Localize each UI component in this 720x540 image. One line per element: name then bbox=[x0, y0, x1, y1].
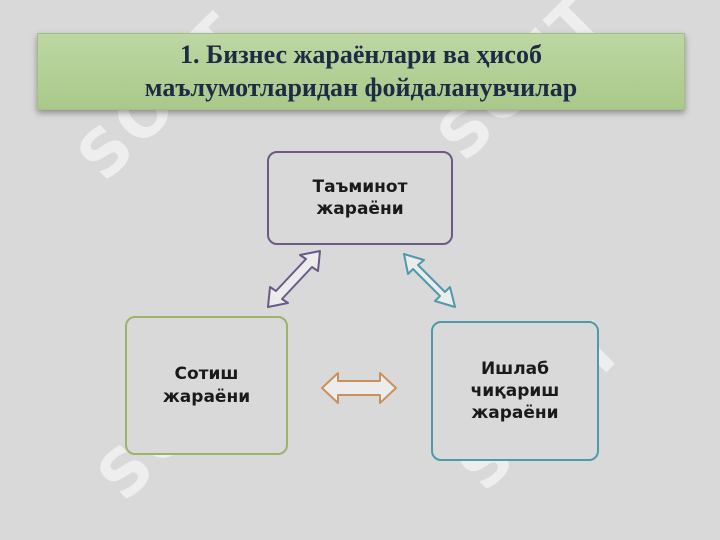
double-arrow-bottom bbox=[321, 372, 397, 404]
node-supply-process: Таъминот жараёни bbox=[267, 151, 453, 245]
page-title: 1. Бизнес жараёнлари ва ҳисоб маълумотла… bbox=[144, 40, 578, 102]
node-production-process: Ишлаб чиқариш жараёни bbox=[431, 321, 599, 461]
double-arrow-top-right bbox=[403, 253, 456, 308]
double-arrow-top-left bbox=[267, 250, 321, 308]
node-sales-process: Сотиш жараёни bbox=[125, 316, 288, 455]
title-banner: 1. Бизнес жараёнлари ва ҳисоб маълумотла… bbox=[37, 33, 685, 110]
